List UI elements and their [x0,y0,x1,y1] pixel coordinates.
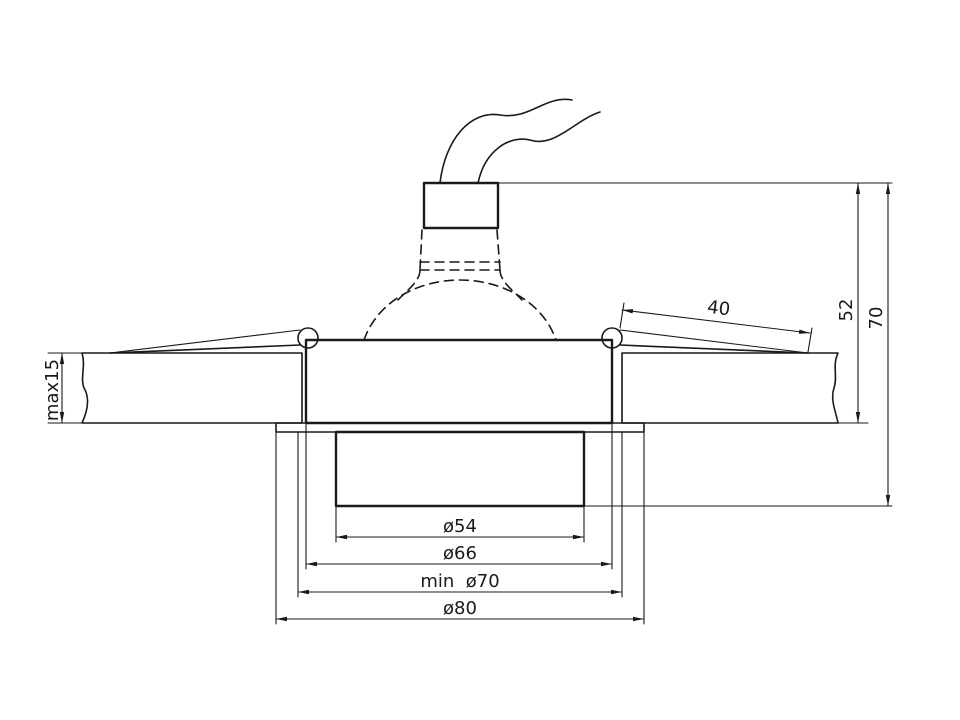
dim-max15-label: max15 [42,359,63,421]
ceiling-right [621,352,839,424]
spring-clip-right [601,327,809,354]
dimension-max15: max15 [42,352,65,424]
cable-wires [439,98,601,184]
dim-dia54-label: ø54 [443,516,477,537]
extension-lines [47,182,893,625]
dimension-dia80: ø80 [275,598,645,622]
dimension-dia66: ø66 [305,543,613,567]
dimension-40: 40 [621,297,811,334]
dim-70-label: 70 [866,307,887,330]
fixture-body [275,338,645,508]
dimension-dia70: min ø70 [297,571,623,595]
dim-52-label: 52 [836,299,857,322]
ceiling-left [81,352,303,424]
dimension-dia54: ø54 [335,516,585,540]
dim-dia66-label: ø66 [443,543,477,564]
spring-clip-left [109,327,319,354]
dim-40-label: 40 [706,297,731,321]
dim-dia70-label: min ø70 [420,571,499,592]
lamp-dashed [363,229,557,341]
dimension-70: 70 [866,182,891,507]
lamp-socket [422,181,500,230]
dimension-52: 52 [836,182,861,424]
dim-dia80-label: ø80 [443,598,477,619]
